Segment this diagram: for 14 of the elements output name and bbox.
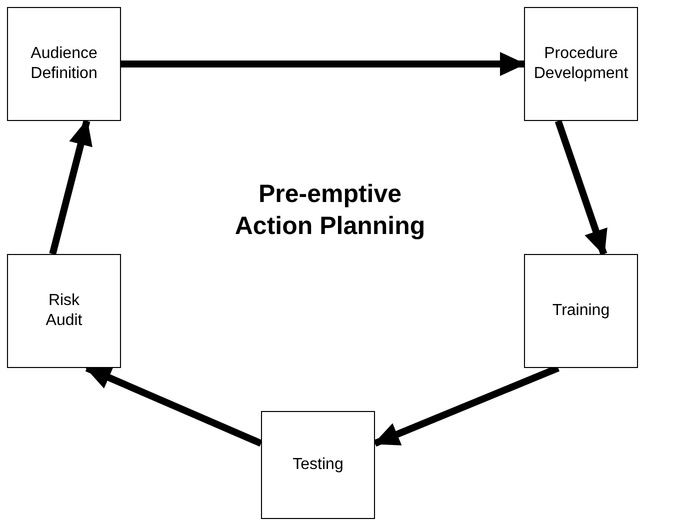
arrow xyxy=(121,52,526,76)
process-box xyxy=(524,7,638,121)
box-label: Risk Audit xyxy=(44,291,84,331)
box-label: Testing xyxy=(292,455,344,475)
diagram-title: Pre-emptive Action Planning xyxy=(234,179,426,242)
box-label: Procedure Development xyxy=(532,44,630,84)
arrow xyxy=(49,119,92,255)
process-box xyxy=(524,254,638,368)
box-label: Training xyxy=(551,301,611,321)
box-label: Audience Definition xyxy=(30,44,98,84)
process-box xyxy=(7,254,121,368)
arrow xyxy=(554,120,608,256)
process-box xyxy=(7,7,121,121)
process-box xyxy=(261,411,375,519)
